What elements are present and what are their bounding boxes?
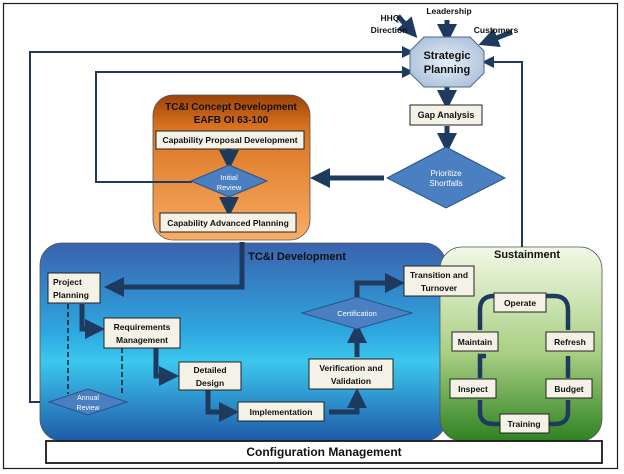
flow-arrows: [79, 14, 513, 422]
arrow-project-to-requirements: [79, 304, 105, 339]
transition-line1: Transition and: [410, 270, 468, 280]
refresh-label: Refresh: [554, 337, 586, 347]
verification-line1: Verification and: [319, 363, 382, 373]
maintain-label: Maintain: [458, 337, 492, 347]
prioritize-line1: Prioritize: [430, 169, 462, 178]
annual-review-dashes: [67, 304, 123, 394]
certification-label: Certification: [337, 309, 377, 318]
training-label: Training: [507, 419, 540, 429]
operate-label: Operate: [504, 298, 536, 308]
concept-title-line2: EAFB OI 63-100: [194, 115, 269, 126]
initial-review-line1: Initial: [220, 173, 238, 182]
operate-node[interactable]: Operate: [493, 292, 547, 313]
sustainment-title: Sustainment: [494, 249, 560, 261]
feedback-lines: [29, 46, 523, 403]
detailed-design-line2: Design: [196, 378, 224, 388]
configuration-management-bar[interactable]: Configuration Management: [45, 440, 603, 464]
line-initial-review-to-planning: [95, 66, 414, 183]
prioritize-line2: Shortfalls: [429, 179, 462, 188]
configuration-management-label: Configuration Management: [246, 445, 401, 459]
initial-review-line2: Review: [217, 183, 242, 192]
capability-advanced-node[interactable]: Capability Advanced Planning: [159, 212, 297, 233]
arrow-implementation-to-verification: [329, 388, 367, 415]
leadership-label: Leadership: [426, 6, 471, 16]
hhq-label-line2: Direction: [371, 25, 408, 35]
arrow-certification-to-transition: [354, 273, 405, 297]
hhq-label-line1: HHQ: [381, 13, 400, 23]
transition-line2: Turnover: [421, 283, 458, 293]
arrow-requirements-to-design: [153, 348, 179, 386]
requirements-line2: Management: [116, 335, 168, 345]
gap-analysis-node[interactable]: Gap Analysis: [409, 104, 483, 126]
project-planning-line1: Project: [53, 277, 82, 287]
arrow-concept-to-project: [104, 242, 245, 297]
annual-review-line2: Review: [77, 405, 101, 412]
concept-title-line1: TC&I Concept Development: [165, 102, 297, 113]
budget-label: Budget: [554, 384, 583, 394]
capability-proposal-node[interactable]: Capability Proposal Development: [155, 130, 305, 150]
line-annual-review-to-planning: [29, 46, 414, 403]
verification-line2: Validation: [331, 376, 371, 386]
gap-analysis-label: Gap Analysis: [418, 110, 475, 120]
inspect-node[interactable]: Inspect: [449, 378, 497, 399]
customers-label: Customers: [474, 25, 519, 35]
strategic-planning-line1: Strategic: [423, 50, 470, 62]
certification-node[interactable]: Certification: [300, 296, 414, 330]
arrow-customers: [478, 28, 513, 48]
implementation-node[interactable]: Implementation: [237, 401, 325, 422]
annual-review-line1: Annual: [77, 395, 99, 402]
requirements-line1: Requirements: [114, 322, 171, 332]
refresh-node[interactable]: Refresh: [545, 331, 595, 352]
development-title: TC&I Development: [248, 251, 346, 263]
budget-node[interactable]: Budget: [545, 378, 593, 399]
capability-proposal-label: Capability Proposal Development: [162, 135, 297, 145]
training-node[interactable]: Training: [499, 413, 550, 434]
strategic-planning-line2: Planning: [424, 64, 470, 76]
implementation-label: Implementation: [250, 407, 313, 417]
sustainment-cycle: [477, 293, 571, 427]
inspect-label: Inspect: [458, 384, 488, 394]
capability-advanced-label: Capability Advanced Planning: [167, 218, 289, 228]
detailed-design-line1: Detailed: [193, 365, 226, 375]
arrow-hhq: [396, 14, 418, 39]
arrow-design-to-implementation: [205, 389, 239, 422]
maintain-node[interactable]: Maintain: [451, 331, 499, 352]
project-planning-line2: Planning: [53, 290, 89, 300]
line-sustainment-to-planning: [482, 56, 523, 247]
